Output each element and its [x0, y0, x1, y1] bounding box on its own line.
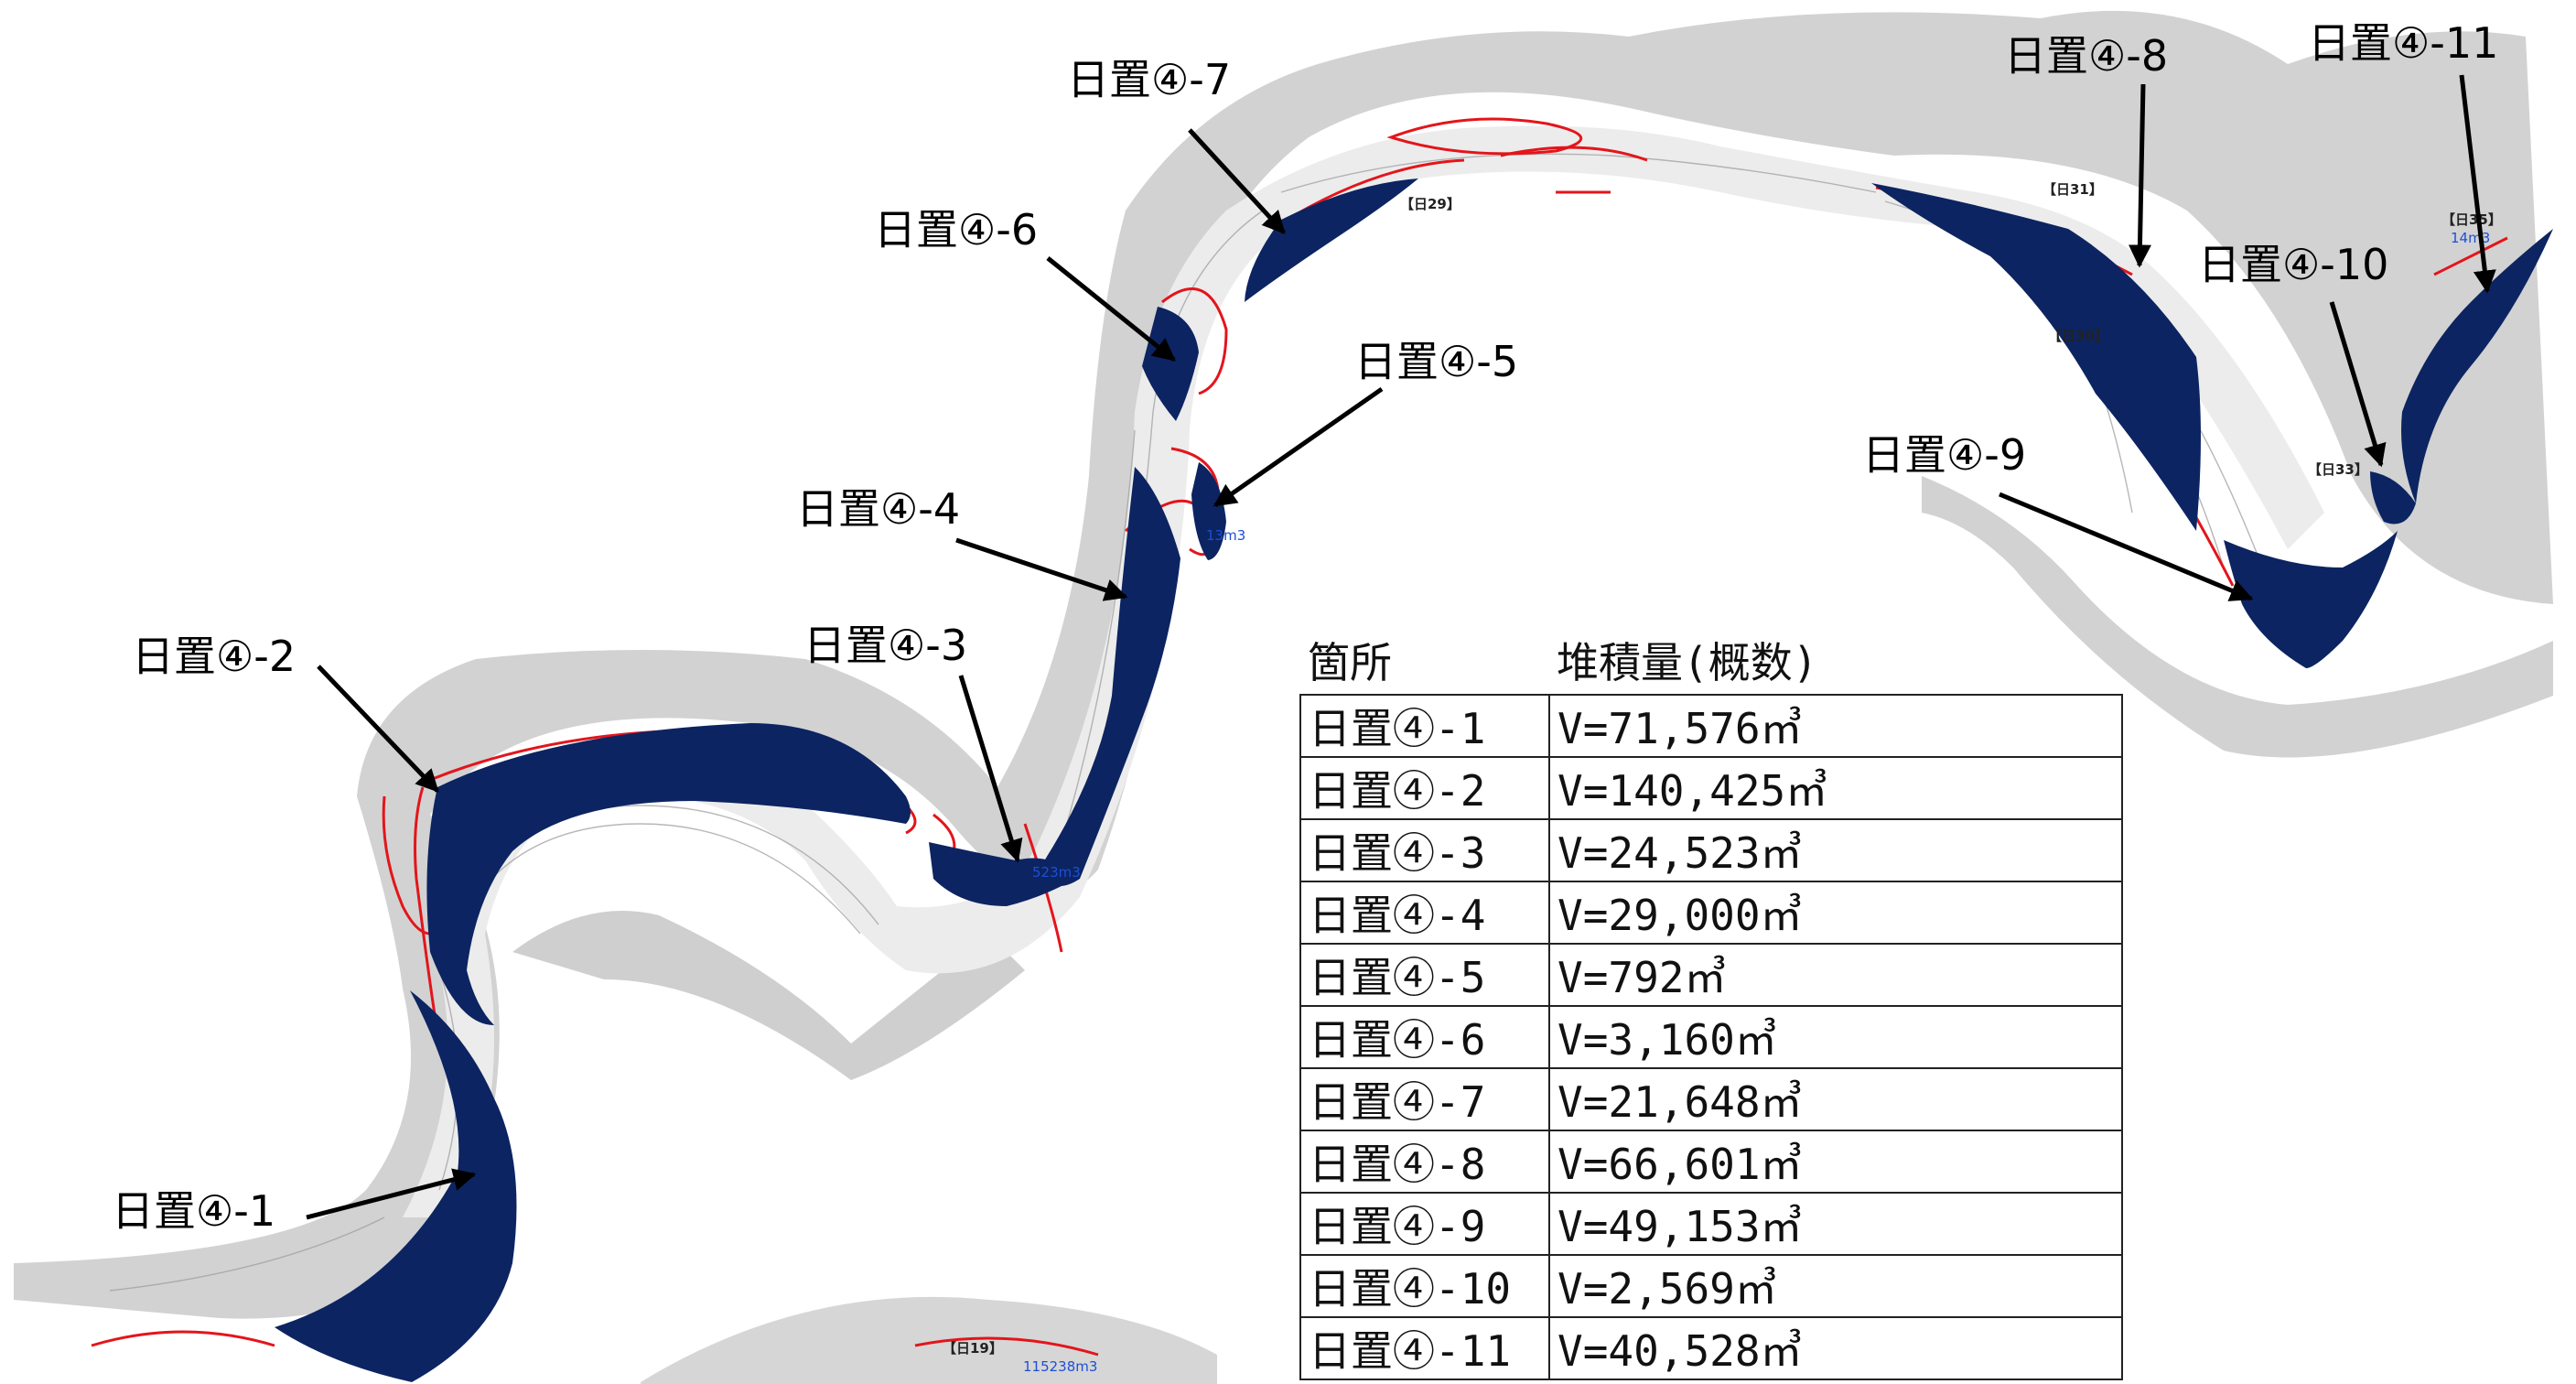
callout-4-4: 日置④-4 [796, 484, 961, 534]
location-cell: 日置④-7 [1299, 1067, 1550, 1131]
callout-4-5: 日置④-5 [1354, 337, 1519, 386]
arrow-4-7 [1188, 128, 1286, 234]
map-label: 【日29】 [1400, 196, 1460, 212]
location-cell: 日置④-9 [1299, 1192, 1550, 1256]
location-cell: 日置④-6 [1299, 1005, 1550, 1069]
deposit-4-8 [1871, 183, 2201, 531]
table-header-row: 箇所 堆積量(概数) [1300, 630, 2122, 695]
map-label: 13m3 [1206, 527, 1245, 544]
arrow-4-6 [1046, 256, 1176, 362]
volume-cell: V=140,425㎥ [1548, 756, 2123, 820]
location-cell: 日置④-3 [1299, 818, 1550, 882]
location-cell: 日置④-4 [1299, 881, 1550, 945]
river-channel [14, 10, 2553, 1319]
volume-cell: V=66,601㎥ [1548, 1130, 2123, 1194]
location-cell: 日置④-2 [1299, 756, 1550, 820]
deposit-4-7 [1245, 178, 1418, 302]
deposit-4-4 [1039, 467, 1180, 886]
callout-4-3: 日置④-3 [803, 621, 968, 670]
arrow-4-4 [955, 537, 1128, 601]
arrow-4-2 [317, 665, 439, 793]
column-header-volume: 堆積量(概数) [1557, 638, 1818, 687]
map-label: 【日31】 [2042, 181, 2103, 198]
callout-4-11: 日置④-11 [2308, 18, 2499, 68]
deposit-4-9 [2224, 531, 2398, 668]
location-cell: 日置④-1 [1299, 694, 1550, 758]
callout-4-1: 日置④-1 [112, 1186, 276, 1236]
map-label: 【日19】 [943, 1340, 1003, 1357]
location-cell: 日置④-10 [1299, 1254, 1550, 1318]
location-cell: 日置④-5 [1299, 943, 1550, 1007]
river-channel-bottom [641, 1296, 1217, 1384]
arrow-4-8 [2128, 83, 2151, 268]
location-cell: 日置④-11 [1299, 1316, 1550, 1380]
volume-cell: V=29,000㎥ [1548, 881, 2123, 945]
river-channel-right [1922, 476, 2553, 758]
callout-4-10: 日置④-10 [2198, 240, 2389, 289]
arrow-4-5 [1213, 386, 1384, 508]
arrow-4-9 [1999, 492, 2254, 601]
deposit-4-3 [929, 842, 1075, 906]
deposit-4-2 [426, 723, 911, 1025]
callout-arrows [306, 74, 2496, 1220]
volume-cell: V=3,160㎥ [1548, 1005, 2123, 1069]
deposit-areas [275, 178, 2553, 1382]
arrow-4-10 [2329, 301, 2387, 468]
volume-cell: V=2,569㎥ [1548, 1254, 2123, 1318]
map-label: 523m3 [1032, 864, 1081, 881]
deposit-4-11 [2401, 229, 2553, 503]
deposit-4-10 [2370, 471, 2416, 524]
arrow-4-3 [958, 675, 1023, 863]
volume-cell: V=40,528㎥ [1548, 1316, 2123, 1380]
map-label: 【日35】 [2441, 211, 2502, 228]
map-label: 【日30】 [2048, 328, 2108, 344]
deposit-4-6 [1142, 307, 1199, 421]
callout-4-6: 日置④-6 [874, 205, 1039, 254]
volume-cell: V=24,523㎥ [1548, 818, 2123, 882]
volume-cell: V=792㎥ [1548, 943, 2123, 1007]
volume-cell: V=49,153㎥ [1548, 1192, 2123, 1256]
volume-cell: V=71,576㎥ [1548, 694, 2123, 758]
volume-cell: V=21,648㎥ [1548, 1067, 2123, 1131]
callout-4-8: 日置④-8 [2004, 31, 2169, 81]
column-header-location: 箇所 [1308, 638, 1392, 687]
arrow-4-1 [306, 1168, 477, 1220]
location-cell: 日置④-8 [1299, 1130, 1550, 1194]
arrow-4-11 [2459, 74, 2496, 294]
deposit-4-1 [275, 990, 517, 1382]
map-label: 115238m3 [1023, 1358, 1097, 1375]
map-label: 14m3 [2451, 230, 2490, 246]
callout-4-7: 日置④-7 [1067, 55, 1232, 104]
callout-4-2: 日置④-2 [132, 632, 296, 681]
callout-4-9: 日置④-9 [1862, 430, 2027, 480]
river-interior [403, 125, 2324, 1217]
river-channel-lower [512, 911, 1025, 1080]
deposit-4-5 [1191, 462, 1226, 560]
map-label: 【日33】 [2308, 461, 2368, 478]
